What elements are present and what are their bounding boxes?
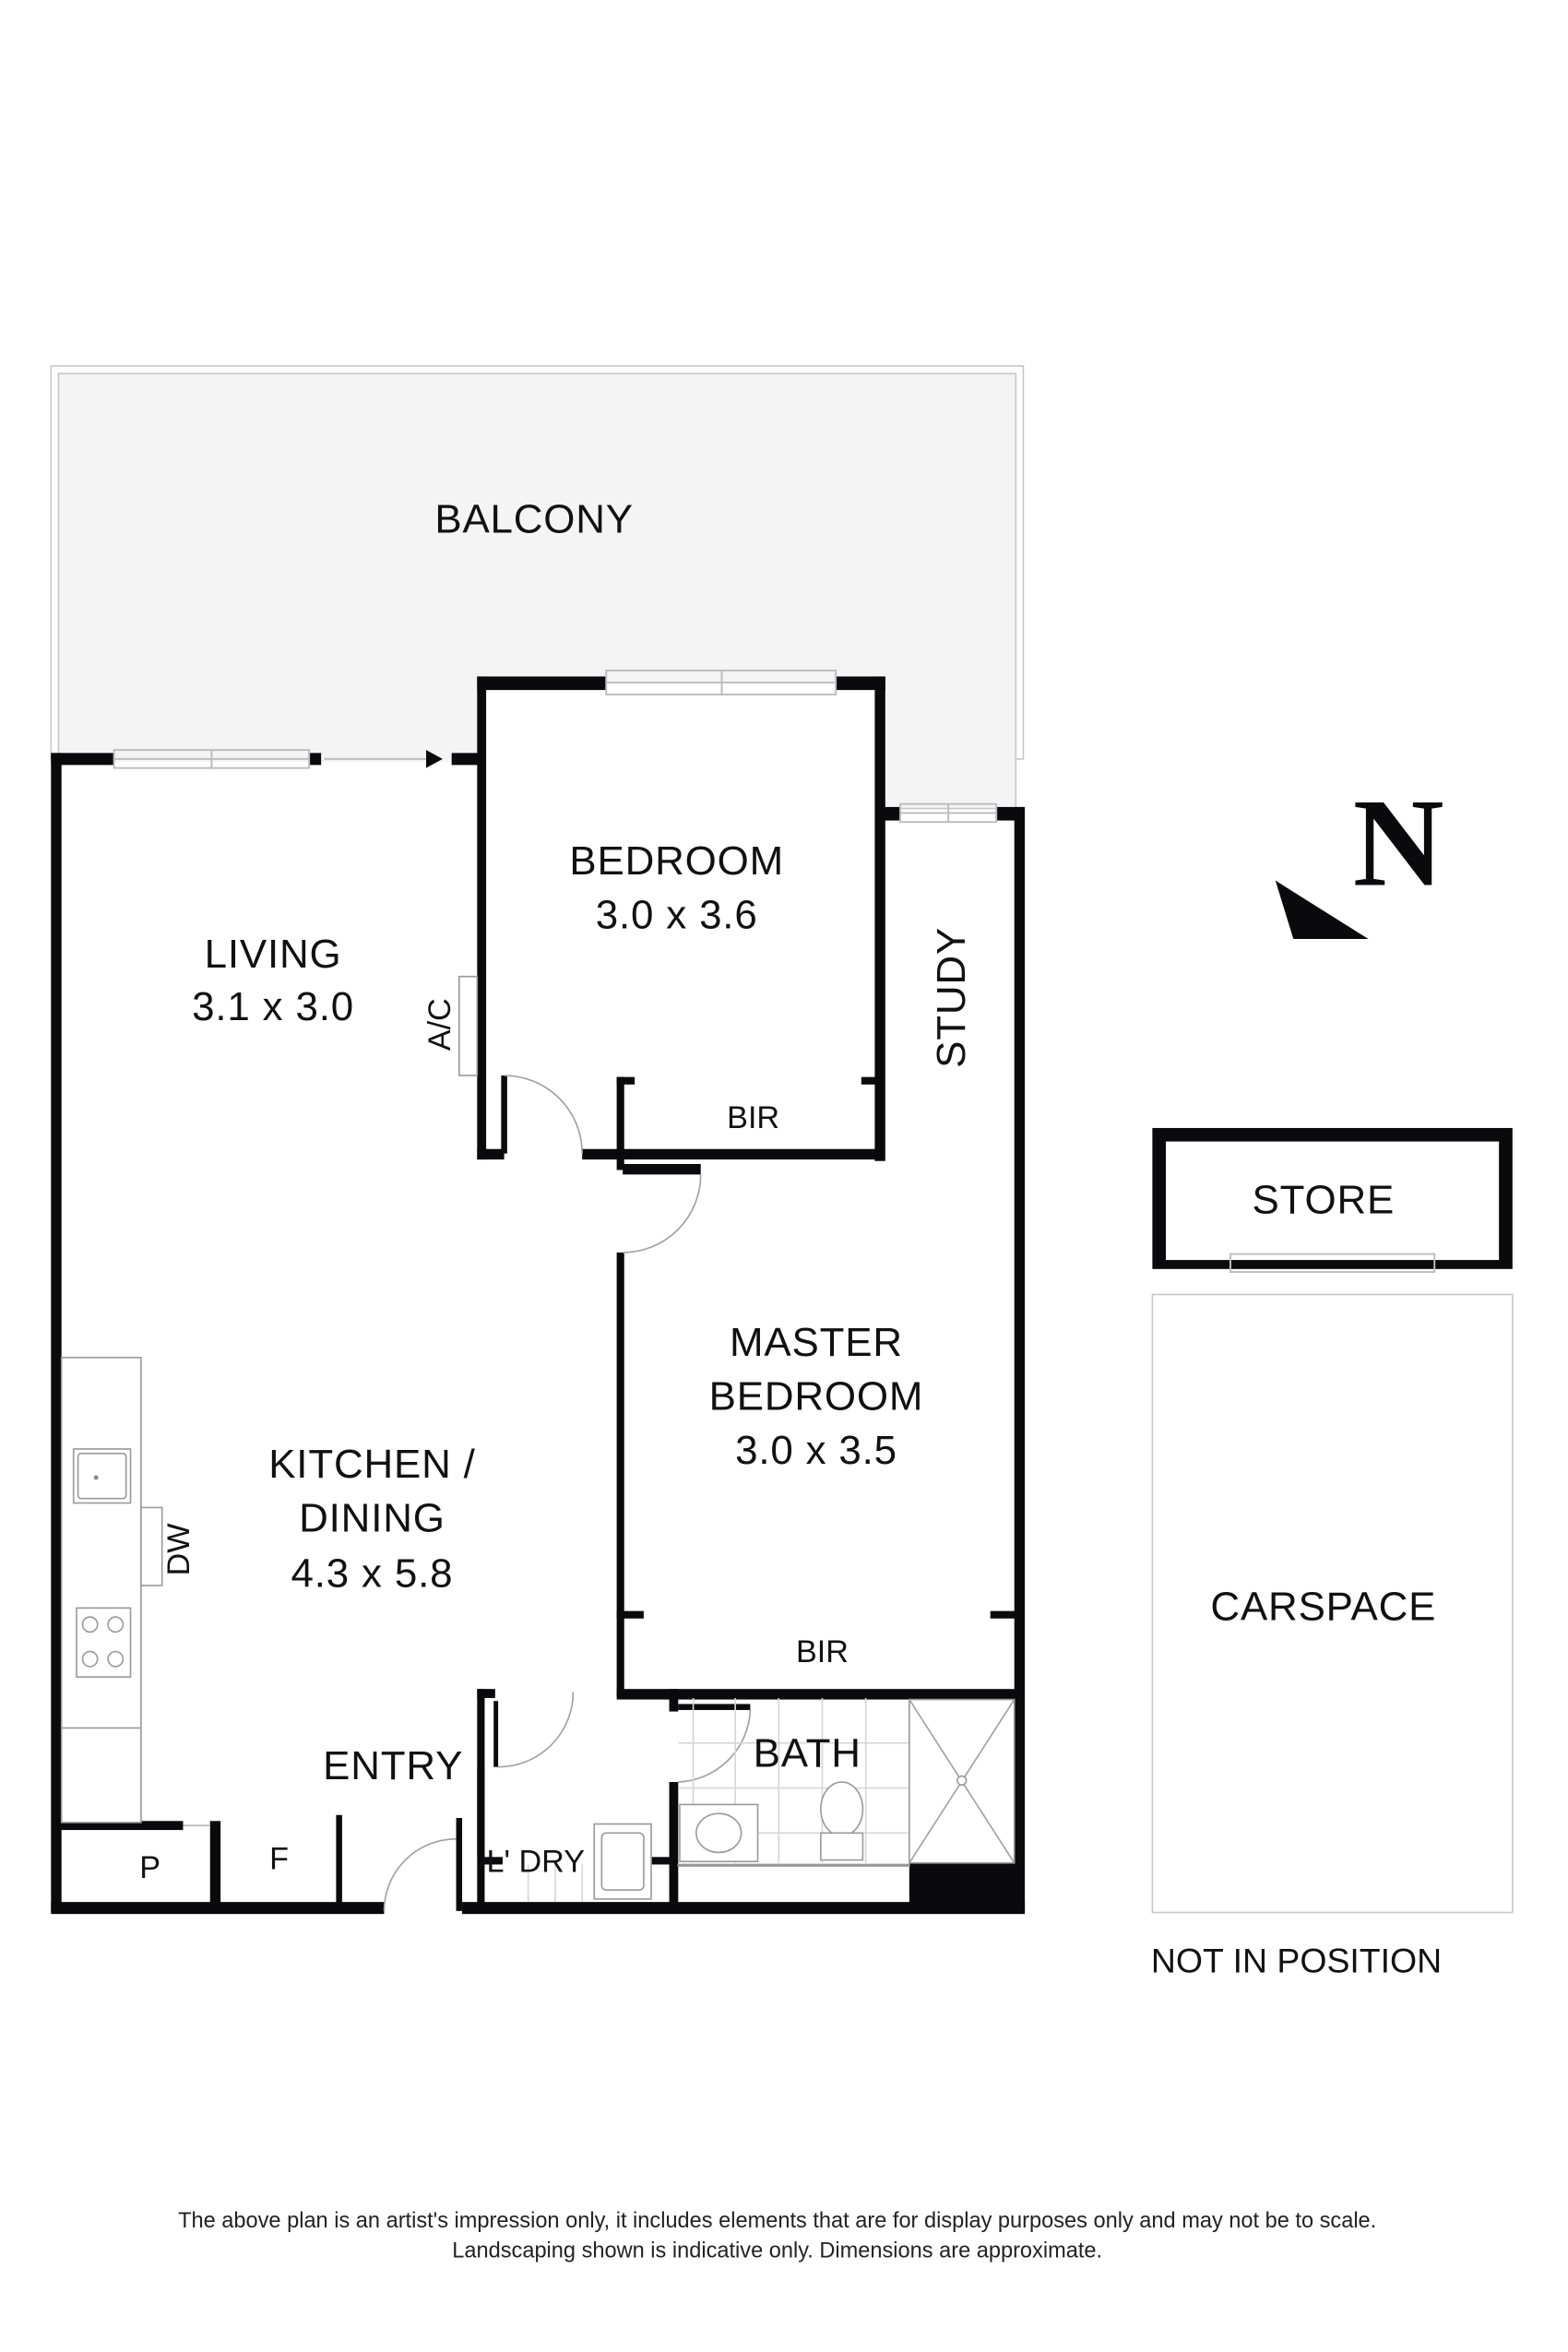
toilet-icon: [820, 1781, 864, 1861]
bedroom-dims: 3.0 x 3.6: [596, 893, 758, 938]
disclaimer-line-2: Landscaping shown is indicative only. Di…: [452, 2239, 1102, 2263]
bedroom-label: BEDROOM: [569, 838, 784, 884]
kitchen-bench: [60, 1356, 163, 1823]
ac-label: A/C: [422, 998, 457, 1051]
cooktop-icon: [76, 1607, 132, 1678]
entry-label: ENTRY: [323, 1743, 463, 1788]
compass: N: [1275, 773, 1444, 940]
sink-icon: [72, 1448, 132, 1504]
disclaimer-line-1: The above plan is an artist's impression…: [178, 2208, 1376, 2232]
bir-bedroom-label: BIR: [727, 1100, 779, 1135]
ac-unit: [457, 975, 479, 1076]
study-label: STUDY: [929, 927, 974, 1068]
disclaimer: The above plan is an artist's impression…: [178, 2208, 1376, 2263]
basin-icon: [679, 1803, 759, 1863]
laundry-label: L' DRY: [487, 1845, 586, 1880]
pantry-label: P: [139, 1850, 160, 1885]
living-label: LIVING: [205, 932, 342, 977]
living-dims: 3.1 x 3.0: [192, 984, 354, 1029]
store: STORE: [1152, 1127, 1513, 1274]
store-label: STORE: [1253, 1178, 1396, 1223]
carspace-label: CARSPACE: [1210, 1584, 1436, 1629]
bath-label: BATH: [754, 1731, 861, 1776]
kitchen-label-1: KITCHEN /: [268, 1442, 475, 1487]
fridge-label: F: [269, 1841, 289, 1876]
shower-icon: [909, 1698, 1016, 1864]
doors: [183, 1075, 752, 1911]
master-bedroom-label-2: BEDROOM: [709, 1374, 924, 1420]
carspace: CARSPACE NOT IN POSITION: [1151, 1293, 1514, 1980]
windows: [113, 669, 998, 824]
kitchen-dims: 4.3 x 5.8: [291, 1551, 454, 1597]
room-labels: BALCONY BEDROOM 3.0 x 3.6 LIVING 3.1 x 3…: [139, 496, 974, 1885]
master-bedroom-dims: 3.0 x 3.5: [735, 1428, 897, 1473]
north-label: N: [1353, 773, 1444, 913]
laundry-tub-icon: [593, 1823, 652, 1900]
balcony-label: BALCONY: [434, 496, 634, 541]
dishwasher-label: DW: [161, 1523, 196, 1576]
bathroom-fixtures: [527, 1697, 1016, 1903]
bir-master-label: BIR: [796, 1634, 849, 1669]
not-in-position-note: NOT IN POSITION: [1151, 1942, 1442, 1980]
walls: [51, 676, 1026, 1915]
master-bedroom-label-1: MASTER: [730, 1320, 903, 1365]
kitchen-label-2: DINING: [299, 1495, 445, 1540]
